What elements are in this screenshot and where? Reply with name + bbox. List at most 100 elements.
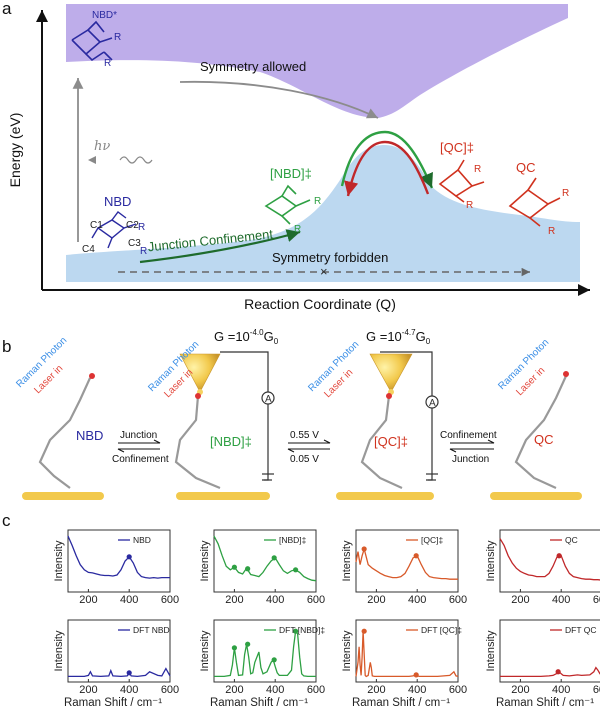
x-axis-label: Raman Shift / cm⁻¹ (64, 697, 162, 707)
junction-confinement-arrow (139, 229, 301, 264)
qc-ts-r2: R (466, 200, 473, 211)
peak-marker (293, 628, 299, 634)
molecule-chain-1 (38, 377, 92, 489)
spectrum-line (68, 667, 171, 678)
peak-marker (293, 567, 299, 573)
legend-label: QC (565, 535, 578, 545)
gold-substrate-3 (336, 492, 434, 500)
x-tick-label: 600 (161, 684, 179, 696)
equilibrium-2-bottom: 0.05 V (290, 454, 319, 465)
x-tick-label: 600 (593, 684, 600, 696)
legend-label: DFT QC (565, 625, 596, 635)
atom-c4: C4 (82, 244, 95, 255)
equilibrium-1-top: Junction (120, 430, 157, 441)
x-axis-label: Raman Shift / cm⁻¹ (352, 697, 450, 707)
symmetry-allowed-label: Symmetry allowed (200, 59, 306, 74)
equilibrium-3-bottom: Junction (452, 454, 489, 465)
symmetry-forbidden-label: Symmetry forbidden (272, 250, 388, 265)
nbd-star-r2: R (104, 58, 111, 69)
x-tick-label: 400 (120, 684, 138, 696)
ammeter-left-label: A (265, 394, 272, 405)
peak-marker (245, 566, 251, 572)
spectrum-frame (213, 619, 317, 683)
spectrum-frame (355, 619, 459, 683)
spectrum-line (67, 535, 170, 579)
peak-marker (231, 645, 237, 651)
x-tick-label: 200 (225, 594, 243, 606)
x-tick-label: 200 (367, 684, 385, 696)
x-tick-label: 600 (161, 594, 179, 606)
panel-c-letter: c (2, 511, 11, 530)
ground-state-surface (66, 145, 580, 282)
y-axis-label: Intensity (199, 630, 211, 671)
y-axis-label: Intensity (53, 630, 65, 671)
y-axis-label: Intensity (199, 540, 211, 581)
equilibrium-1 (117, 439, 161, 453)
x-tick-label: 400 (408, 684, 426, 696)
y-axis-label: Intensity (341, 630, 353, 671)
legend-label: DFT NBD (133, 625, 170, 635)
nbd-ts-r1: R (314, 196, 321, 207)
symmetry-forbidden-cross: × (320, 264, 328, 279)
legend-label: NBD (133, 535, 151, 545)
legend-label: [NBD]‡ (279, 535, 307, 545)
x-tick-label: 200 (367, 594, 385, 606)
x-tick-label: 600 (449, 594, 467, 606)
atom-c1: C1 (90, 220, 103, 231)
peak-marker (361, 546, 367, 552)
spectrum-frame (499, 529, 600, 593)
equilibrium-3 (449, 439, 495, 453)
oxygen-4 (563, 371, 569, 377)
reverse-barrier-arrow (344, 140, 430, 197)
nbd-ts-r2: R (294, 224, 301, 235)
hv-label: hν (94, 139, 110, 154)
equilibrium-3-top: Confinement (440, 430, 497, 441)
circuit-right (380, 351, 439, 481)
spectrum-4: QC200400600Intensity (485, 529, 600, 606)
state-nbd-ts: [NBD]‡ (210, 434, 252, 449)
gold-substrate-2 (176, 492, 270, 500)
gold-substrate-4 (490, 492, 582, 500)
nbd-star-label: NBD* (92, 10, 117, 21)
peak-marker (271, 657, 277, 663)
peak-marker (126, 554, 132, 560)
y-axis-label: Intensity (341, 540, 353, 581)
oxygen-2 (195, 393, 201, 399)
molecule-chain-3 (360, 395, 403, 490)
state-nbd: NBD (76, 428, 103, 443)
x-tick-label: 200 (511, 684, 529, 696)
spectrum-8: DFT QC200400600IntensityRaman Shift / cm… (485, 619, 600, 707)
spectrum-line (213, 535, 317, 582)
x-tick-label: 400 (266, 594, 284, 606)
nbd-ts-molecule (264, 184, 311, 225)
qc-molecule (508, 177, 561, 227)
peak-marker (556, 553, 562, 559)
spectrum-frame (67, 619, 171, 683)
panel-a-x-label: Reaction Coordinate (Q) (244, 296, 396, 312)
nbd-r2: R (140, 246, 147, 257)
qc-label: QC (516, 160, 536, 175)
x-tick-label: 200 (511, 594, 529, 606)
panel-a-y-label: Energy (eV) (7, 113, 23, 188)
oxygen-1 (89, 373, 95, 379)
g-left-label: G =10-4.0G0 (214, 328, 279, 346)
nbd-molecule (91, 211, 137, 249)
equilibrium-1-bottom: Confinement (112, 454, 169, 465)
x-tick-label: 400 (266, 684, 284, 696)
nbd-r1: R (138, 222, 145, 233)
symmetry-allowed-arrow (179, 80, 379, 119)
x-tick-label: 200 (79, 594, 97, 606)
state-qc-ts: [QC]‡ (374, 434, 408, 449)
panel-b-letter: b (2, 337, 11, 356)
g-right-label: G =10-4.7G0 (366, 328, 431, 346)
spectrum-line (499, 538, 600, 581)
photon-wave (119, 156, 153, 164)
peak-marker (555, 669, 561, 675)
circuit-left (220, 351, 275, 481)
spectrum-line (214, 629, 316, 678)
